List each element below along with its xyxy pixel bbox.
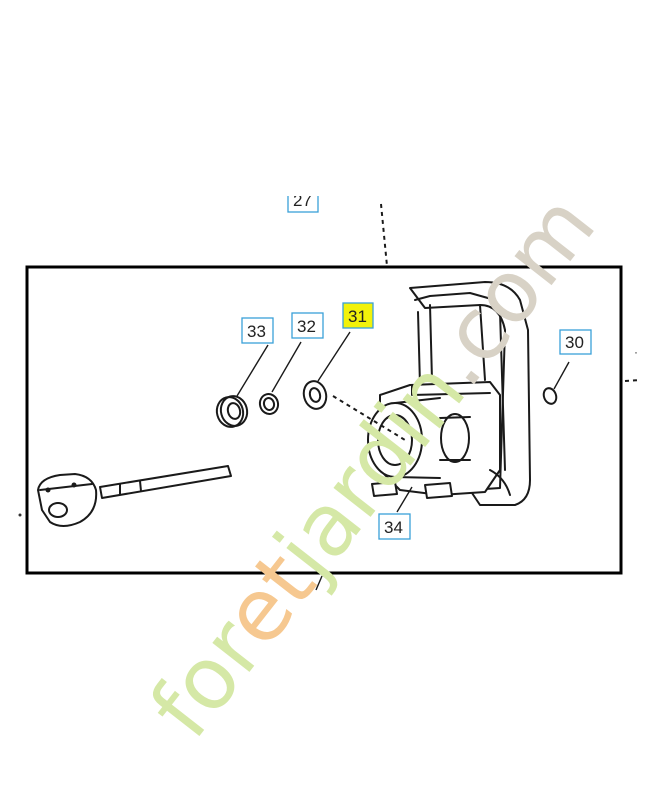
callout-32-box [291, 312, 324, 339]
edge-dot [18, 513, 22, 517]
callout-33: 33 [241, 317, 274, 344]
callout-31-label: 31 [348, 307, 367, 326]
watermark: foretjardin.com [131, 177, 615, 757]
callout-34-label: 34 [384, 518, 403, 537]
seal-31 [302, 380, 328, 410]
callout-27: 27 [284, 178, 324, 213]
leader-33 [236, 344, 269, 397]
o-ring-30 [542, 387, 558, 405]
callout-33-box [241, 317, 274, 344]
edge-mark: · [634, 345, 638, 359]
axis-dashed [332, 395, 406, 441]
crop-mask [284, 178, 324, 196]
leader-34 [396, 486, 413, 513]
callout-32-label: 32 [297, 317, 316, 336]
leader-31 [317, 331, 351, 382]
leader-bottom [315, 575, 323, 591]
leader-32 [271, 341, 302, 393]
callout-31: 31 [342, 302, 374, 329]
svg-text:foretjardin.com: foretjardin.com [131, 177, 615, 757]
callout-33-label: 33 [247, 322, 266, 341]
leader-right-dashed [624, 379, 641, 382]
callout-30-box [559, 329, 592, 355]
leader-27-dashed [380, 203, 388, 267]
callout-30: 30 [559, 329, 592, 355]
callout-34: 34 [378, 513, 411, 540]
bearing-33 [215, 395, 249, 428]
ring-32 [258, 393, 280, 415]
pump-housing-34 [367, 281, 531, 506]
callout-34-box [378, 513, 411, 540]
assembly-frame [25, 265, 623, 575]
eccentric-shaft [37, 465, 232, 527]
callout-30-label: 30 [565, 333, 584, 352]
callout-31-box-highlighted [342, 302, 374, 329]
leader-30 [553, 361, 570, 390]
callout-32: 32 [291, 312, 324, 339]
